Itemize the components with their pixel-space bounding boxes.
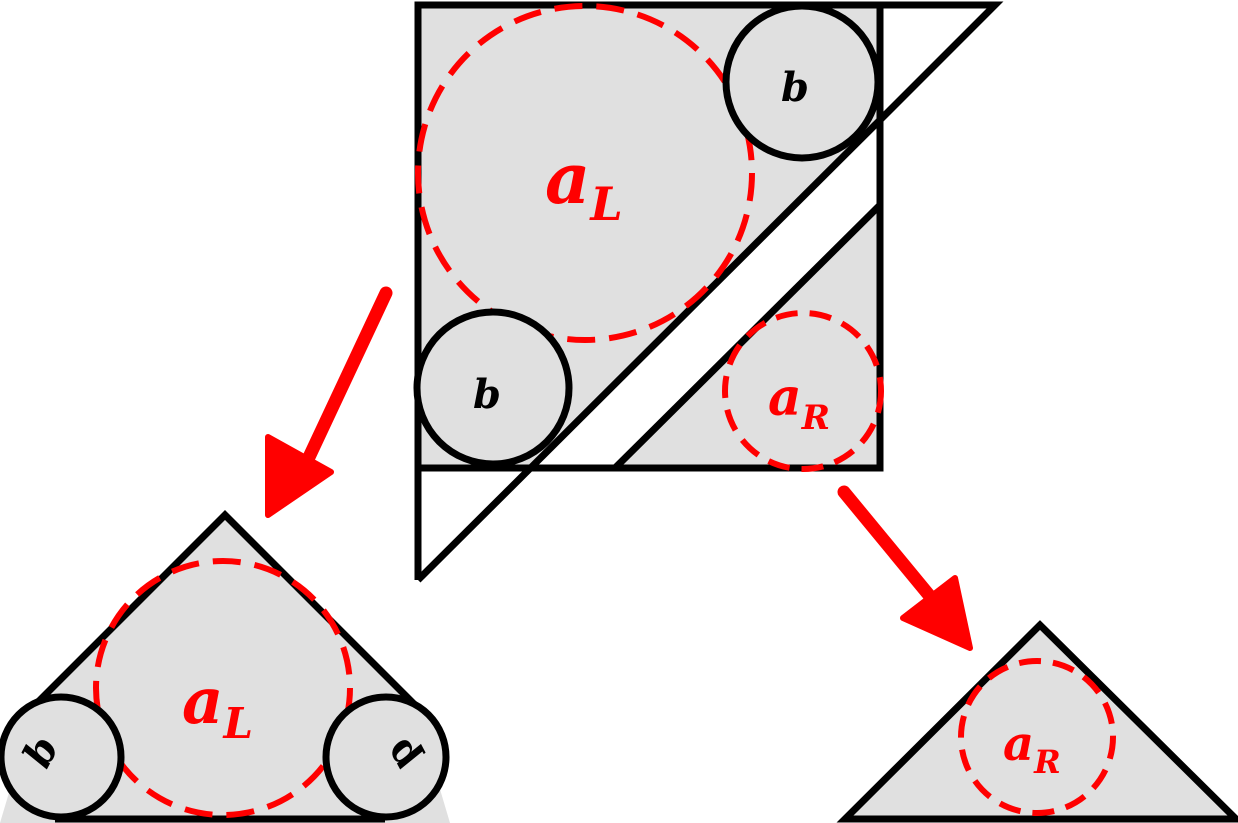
- triangle-right: [836, 620, 1238, 823]
- circle-b-top-right: [722, 2, 882, 162]
- diagonal-line-upper: [415, 117, 883, 583]
- top-right-extension: [877, 1, 1004, 123]
- label-a-L-top: aL: [545, 137, 623, 231]
- arrow-right-head: [900, 575, 973, 651]
- diagonal-line-lower: [612, 202, 883, 471]
- label-a-L-top-main: a: [545, 137, 590, 220]
- label-a-R-top-sub: R: [801, 398, 830, 438]
- arrow-left-head: [265, 434, 334, 518]
- label-a-R-top: aR: [768, 367, 830, 438]
- label-a-R-bottom: aR: [1003, 716, 1061, 781]
- label-a-L-bottom-main: a: [182, 664, 223, 739]
- circle-a-L: [415, 3, 755, 343]
- label-a-R-top-main: a: [768, 367, 802, 428]
- label-a-L-bottom-sub: L: [222, 699, 253, 748]
- label-a-L-bottom: aL: [182, 664, 253, 748]
- arrow-right: [837, 485, 973, 651]
- arrow-left: [265, 286, 393, 518]
- circle-b-bottom-left-2: [322, 693, 450, 821]
- label-a-R-bottom-main: a: [1003, 716, 1034, 772]
- arrow-left-shaft: [296, 286, 393, 477]
- triangle-left-assembly: b b aL: [0, 510, 450, 823]
- arrow-right-shaft: [837, 485, 940, 607]
- square-assembly: b b aL aR: [413, 1, 1004, 583]
- circle-a-R-bottom: [958, 658, 1116, 816]
- triangle-right-assembly: aR: [836, 620, 1238, 823]
- label-b-top-right: b: [781, 64, 809, 111]
- label-b-bottom-left: b: [473, 371, 501, 418]
- circle-a-L-bottom: [93, 558, 353, 818]
- label-a-L-top-sub: L: [588, 177, 622, 231]
- circle-b-bottom-left: [413, 308, 573, 468]
- outer-square: [414, 1, 884, 472]
- circle-b-bottom-left-1: [0, 693, 125, 821]
- label-a-R-bottom-sub: R: [1033, 743, 1061, 781]
- circle-a-R: [722, 310, 884, 472]
- triangle-left-outline: [32, 510, 418, 708]
